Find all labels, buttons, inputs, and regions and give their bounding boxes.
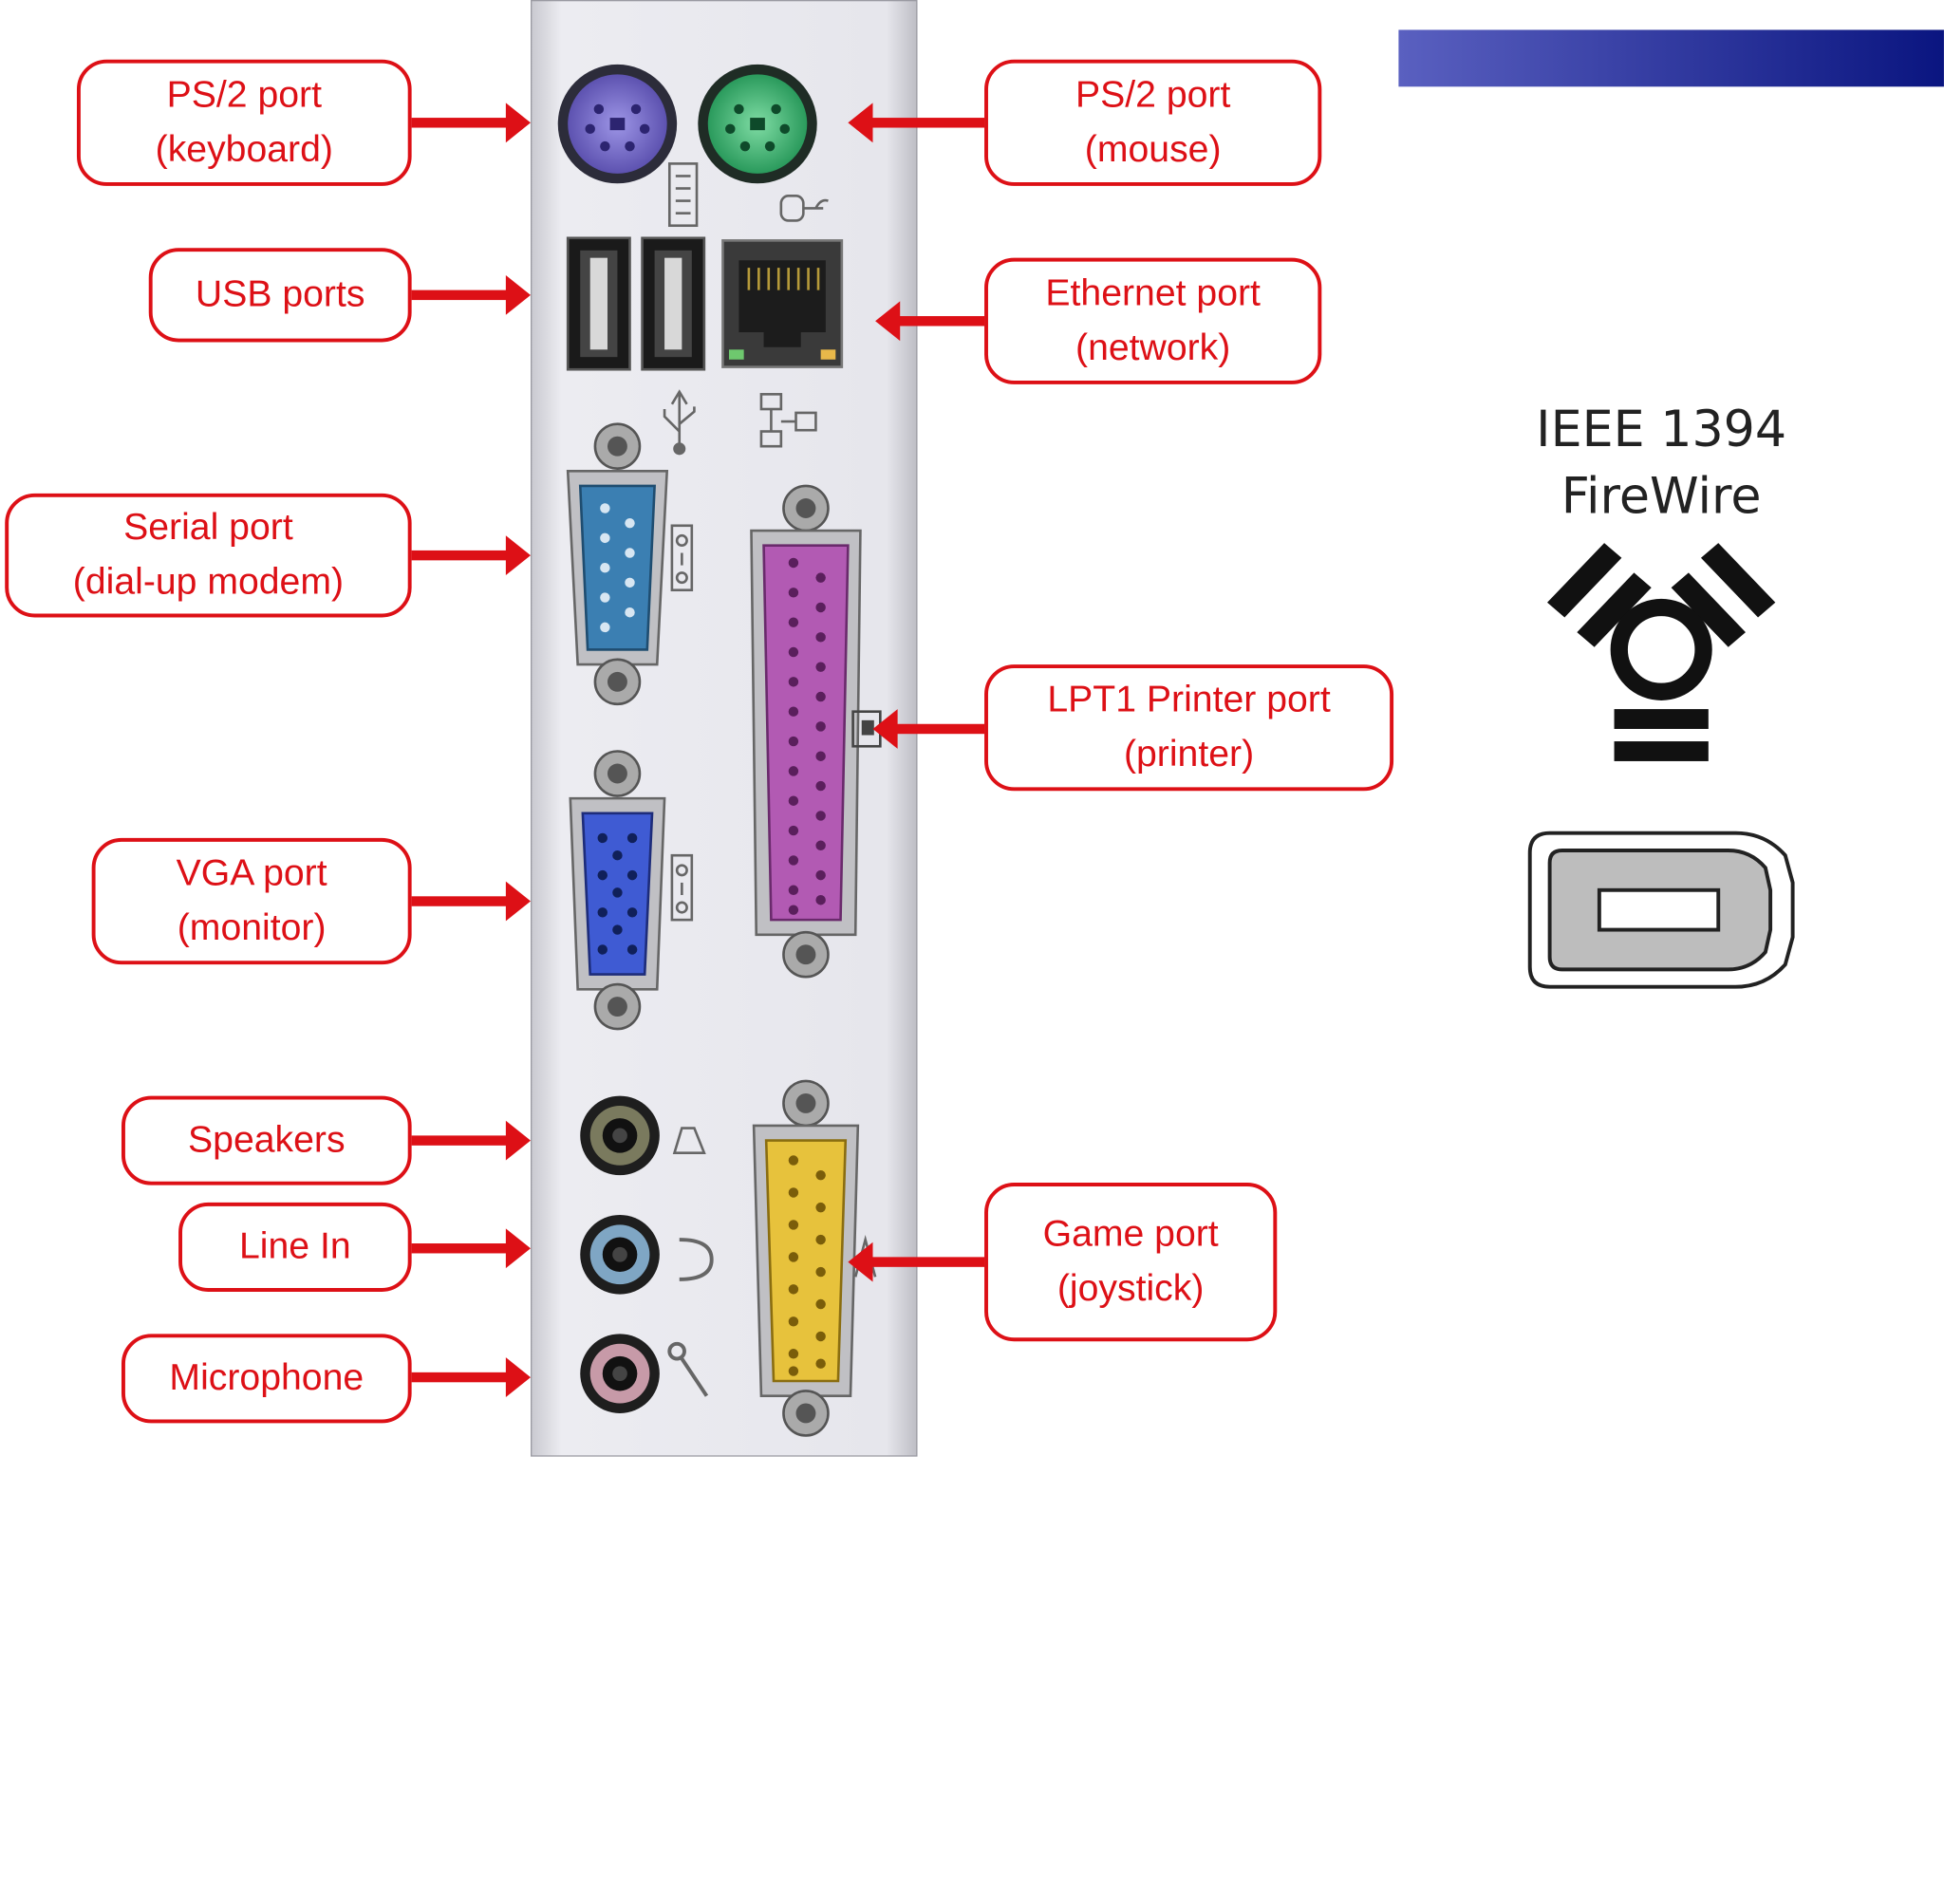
arrow-vga bbox=[411, 881, 532, 922]
arrow-ethernet bbox=[875, 301, 985, 342]
keyboard-glyph-icon bbox=[667, 162, 699, 228]
arrow-ps2-mouse bbox=[848, 103, 985, 143]
arrow-serial bbox=[411, 535, 532, 576]
serial-glyph-icon bbox=[670, 524, 694, 592]
title-bar-decoration bbox=[1398, 29, 1944, 87]
arrow-line-in bbox=[411, 1228, 532, 1269]
callout-lpt1: LPT1 Printer port (printer) bbox=[984, 664, 1394, 792]
arrow-usb bbox=[411, 274, 532, 315]
callout-label: Speakers bbox=[188, 1119, 346, 1161]
callout-game: Game port (joystick) bbox=[984, 1183, 1278, 1342]
usb-glyph-icon bbox=[663, 389, 696, 456]
speaker-jack bbox=[580, 1095, 660, 1176]
callout-label: VGA port (monitor) bbox=[176, 852, 327, 949]
mouse-glyph-icon bbox=[779, 195, 829, 222]
callout-ps2-keyboard: PS/2 port (keyboard) bbox=[76, 59, 412, 186]
parallel-db25-connector bbox=[750, 484, 862, 979]
callout-label: Serial port (dial-up modem) bbox=[72, 507, 345, 603]
arrow-lpt1 bbox=[872, 709, 985, 749]
callout-label: Microphone bbox=[169, 1357, 364, 1399]
serial-db9-connector bbox=[566, 422, 669, 706]
ethernet-jack bbox=[721, 239, 844, 368]
callout-line-in: Line In bbox=[178, 1202, 412, 1292]
arrow-ps2-keyboard bbox=[411, 103, 532, 143]
firewire-title-line1: IEEE 1394 bbox=[1536, 401, 1787, 459]
network-glyph-icon bbox=[759, 393, 817, 448]
firewire-title-line2: FireWire bbox=[1561, 468, 1762, 526]
callout-microphone: Microphone bbox=[121, 1334, 412, 1424]
callout-label: PS/2 port (keyboard) bbox=[155, 74, 333, 170]
arrow-microphone bbox=[411, 1357, 532, 1397]
speaker-glyph-icon bbox=[672, 1127, 706, 1154]
ps2-mouse-connector bbox=[698, 64, 817, 184]
firewire-logo-icon bbox=[1547, 543, 1776, 761]
callout-speakers: Speakers bbox=[121, 1095, 412, 1185]
vga-glyph-icon bbox=[670, 853, 694, 922]
callout-label: Game port (joystick) bbox=[1042, 1213, 1219, 1310]
firewire-connector-icon bbox=[1527, 831, 1795, 989]
arrow-speakers bbox=[411, 1120, 532, 1161]
microphone-jack bbox=[580, 1334, 660, 1413]
headphone-glyph-icon bbox=[679, 1238, 714, 1281]
usb-port-stack bbox=[566, 236, 706, 371]
callout-serial: Serial port (dial-up modem) bbox=[5, 493, 412, 618]
callout-ps2-mouse: PS/2 port (mouse) bbox=[984, 59, 1322, 186]
callout-label: Ethernet port (network) bbox=[1045, 272, 1261, 368]
firewire-title: IEEE 1394 FireWire bbox=[1487, 397, 1835, 531]
game-port-da15-connector bbox=[752, 1079, 860, 1437]
callout-label: Line In bbox=[239, 1225, 351, 1267]
io-back-panel bbox=[531, 0, 918, 1457]
arrow-game bbox=[848, 1241, 985, 1282]
line-in-jack bbox=[580, 1214, 660, 1295]
microphone-glyph-icon bbox=[667, 1341, 709, 1397]
callout-ethernet: Ethernet port (network) bbox=[984, 257, 1322, 384]
callout-vga: VGA port (monitor) bbox=[91, 837, 412, 965]
vga-de15-connector bbox=[569, 750, 666, 1031]
callout-usb: USB ports bbox=[148, 248, 412, 343]
callout-label: PS/2 port (mouse) bbox=[1075, 74, 1231, 170]
callout-label: LPT1 Printer port (printer) bbox=[1047, 679, 1331, 775]
ps2-keyboard-connector bbox=[557, 64, 678, 184]
callout-label: USB ports bbox=[195, 273, 365, 315]
